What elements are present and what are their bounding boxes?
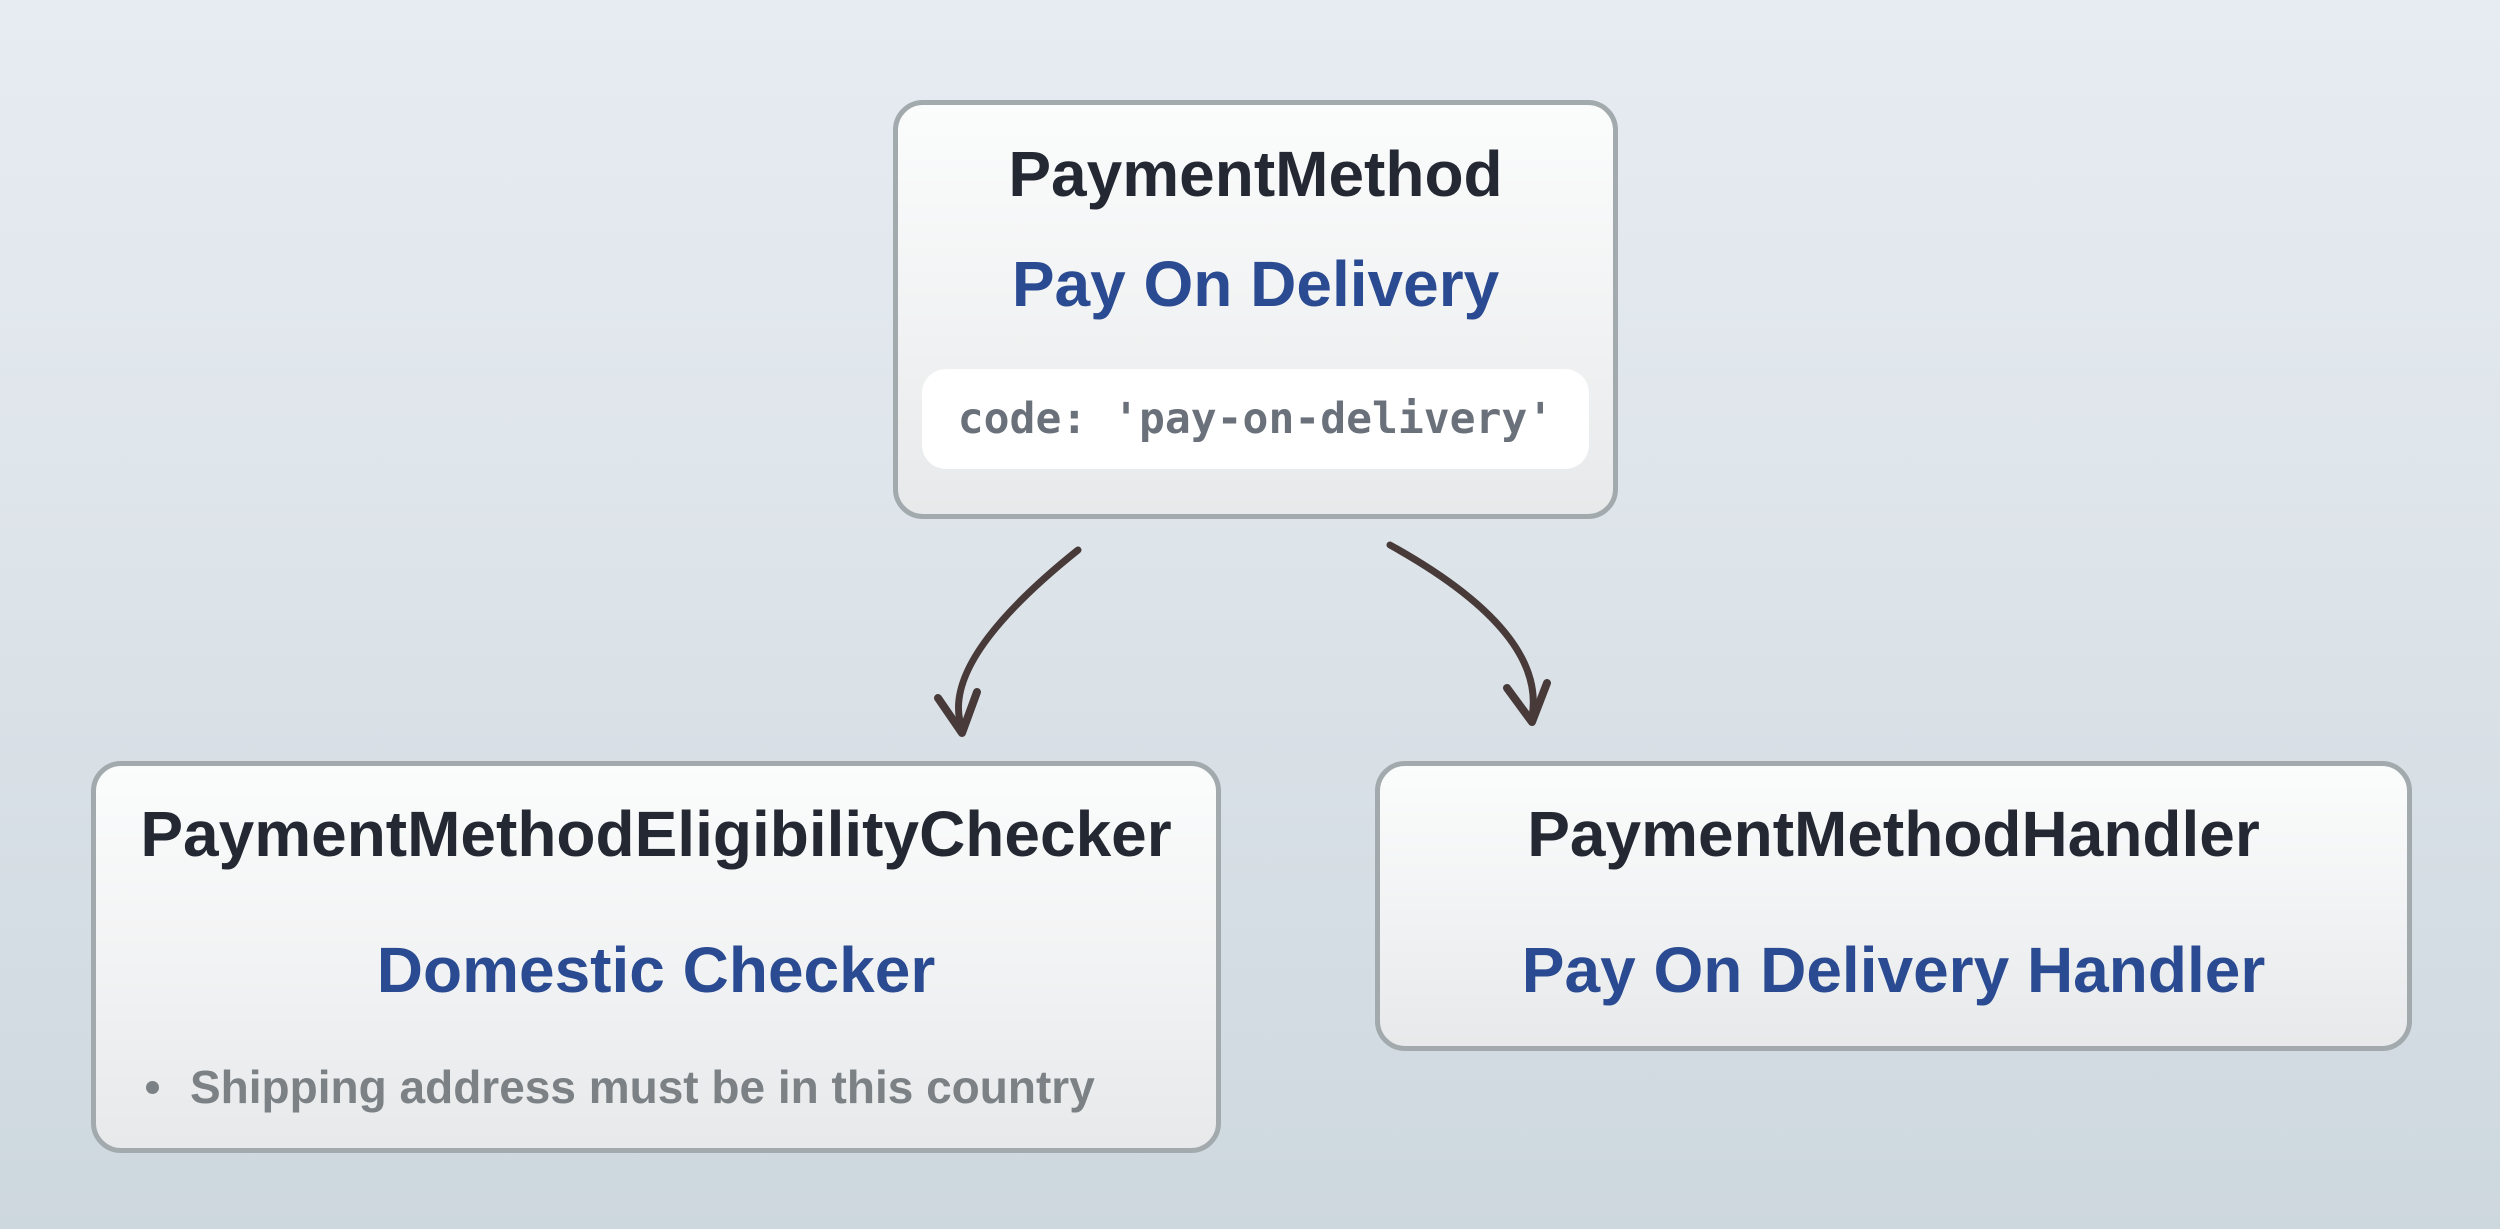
bullet-dot-icon <box>146 1080 159 1094</box>
node-subtitle: Pay On Delivery Handler <box>1521 934 2266 1006</box>
arrow-head-icon <box>1503 679 1551 726</box>
arrow-shaft <box>1386 541 1537 721</box>
code-text: code: 'pay-on-delivery' <box>957 394 1554 444</box>
bullet-item: Shipping address must be in this country <box>146 1062 1095 1112</box>
code-chip: code: 'pay-on-delivery' <box>921 369 1590 469</box>
arrow-to-handler <box>1386 541 1551 726</box>
node-title: PaymentMethod <box>1008 138 1503 210</box>
node-eligibility-checker: PaymentMethodEligibilityChecker Domestic… <box>91 761 1221 1153</box>
node-payment-method: PaymentMethod Pay On Delivery code: 'pay… <box>893 100 1618 519</box>
arrow-head-icon <box>934 688 981 737</box>
node-handler: PaymentMethodHandler Pay On Delivery Han… <box>1375 761 2412 1051</box>
node-title: PaymentMethodEligibilityChecker <box>140 798 1172 870</box>
arrow-to-eligibility-checker <box>934 546 1082 737</box>
node-title: PaymentMethodHandler <box>1527 798 2260 870</box>
bullet-text: Shipping address must be in this country <box>190 1061 1095 1113</box>
node-subtitle: Domestic Checker <box>376 934 936 1006</box>
arrow-shaft <box>955 546 1082 732</box>
node-subtitle: Pay On Delivery <box>1011 248 1500 320</box>
